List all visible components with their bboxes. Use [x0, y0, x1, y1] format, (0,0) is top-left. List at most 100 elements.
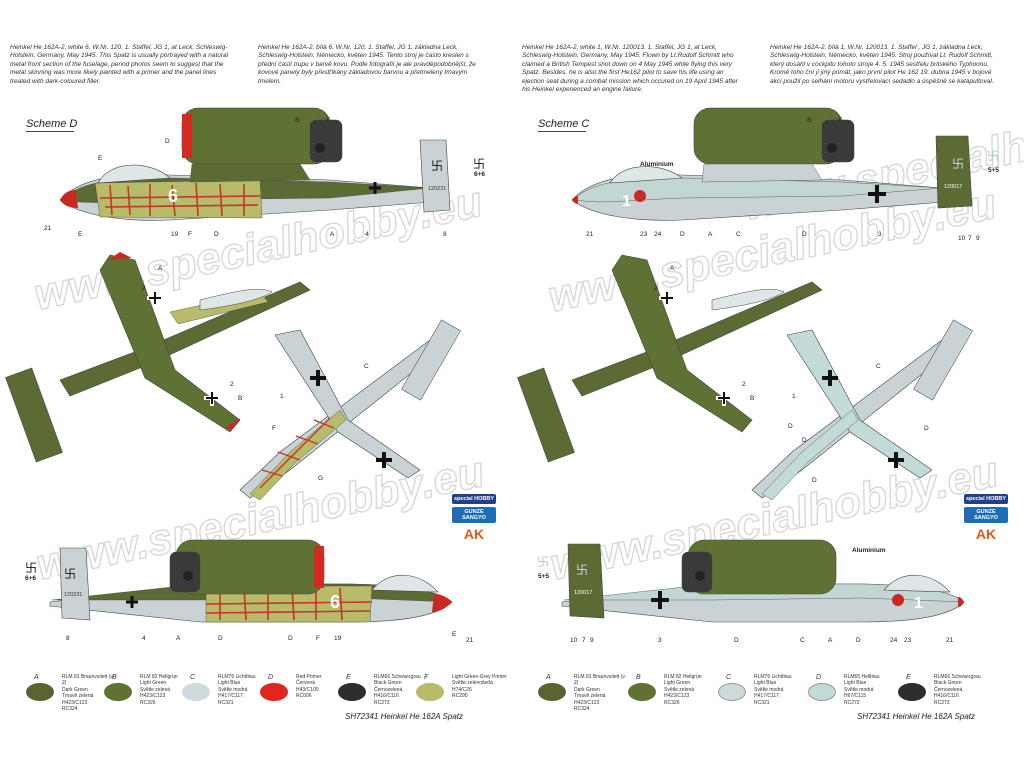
tail-letters: 6+6: [474, 171, 485, 178]
svg-text:24: 24: [890, 637, 898, 644]
plan-view-under: C1D DDD: [751, 319, 973, 501]
tail-number: 120231: [64, 592, 82, 598]
svg-text:3: 3: [878, 231, 882, 238]
svg-text:E: E: [98, 155, 103, 162]
gunze-logo: GUNZE SANGYO: [452, 507, 496, 523]
nacelle-pylon: [189, 163, 311, 183]
svg-text:4: 4: [365, 231, 369, 238]
svg-text:D: D: [214, 231, 219, 238]
svg-text:F: F: [188, 231, 192, 238]
canopy-upper: [711, 288, 785, 311]
svg-text:19: 19: [334, 635, 342, 642]
svg-text:7: 7: [968, 235, 972, 242]
balkenkreuz-icon: [888, 452, 904, 468]
swastika-icon: 卐: [952, 157, 964, 171]
nacelle-pylon: [701, 163, 823, 183]
tail-number: 120231: [428, 186, 446, 192]
svg-text:A: A: [330, 231, 335, 238]
nose-red: [432, 594, 452, 612]
svg-text:F: F: [316, 635, 320, 642]
aluminium-label: Aluminium: [852, 547, 886, 554]
aluminium-label: Aluminium: [640, 161, 674, 168]
filler-lines-under: [259, 417, 335, 489]
nose-red-tip: [572, 196, 578, 204]
intake-red-ring: [314, 546, 324, 588]
svg-text:E: E: [78, 231, 83, 238]
svg-text:D: D: [288, 635, 293, 642]
special-hobby-logo: special HOBBY: [452, 494, 496, 504]
svg-text:E: E: [326, 117, 331, 124]
svg-text:C: C: [364, 363, 369, 370]
balkenkreuz-icon: [147, 290, 163, 306]
svg-text:7: 7: [582, 637, 586, 644]
svg-text:D: D: [802, 231, 807, 238]
exhaust-detail: [315, 143, 325, 153]
side-number: 6: [330, 592, 340, 612]
scheme-c-title: Scheme C: [538, 118, 590, 130]
engine-nacelle: [181, 107, 331, 165]
svg-text:2: 2: [742, 381, 746, 388]
balkenkreuz-icon: [376, 452, 392, 468]
swastika-icon: 卐: [431, 159, 443, 173]
scheme-d-description-cz: Heinkel He 162A-2, bílá 6, W.Nr. 120. 1.…: [258, 44, 476, 85]
product-title: SH72341 Heinkel He 162A Spatz: [857, 712, 975, 721]
intake-red-ring: [182, 114, 192, 158]
balkenkreuz-icon: [659, 290, 675, 306]
scheme-d-drawings: www.specialhobby.eu www.specialhobby.eu …: [5, 107, 489, 644]
svg-text:D: D: [734, 637, 739, 644]
canopy-upper: [199, 288, 273, 311]
brand-logos: special HOBBY GUNZE SANGYO AK: [964, 494, 1008, 545]
svg-text:3: 3: [658, 637, 662, 644]
svg-text:21: 21: [466, 637, 474, 644]
svg-text:21: 21: [946, 637, 954, 644]
balkenkreuz-icon: [126, 596, 138, 608]
side-number: 6: [168, 186, 178, 206]
side-number: 1: [914, 595, 923, 612]
svg-text:B: B: [750, 395, 754, 402]
svg-text:8: 8: [66, 635, 70, 642]
svg-text:23: 23: [904, 637, 912, 644]
svg-text:B: B: [238, 395, 242, 402]
svg-text:A: A: [828, 637, 833, 644]
svg-text:C: C: [800, 637, 805, 644]
engine-nacelle: [693, 107, 843, 165]
balkenkreuz-icon: [651, 591, 669, 609]
tailplane-under: [401, 319, 461, 401]
tailplane: [5, 367, 63, 463]
swastika-icon: 卐: [473, 157, 485, 171]
svg-text:D: D: [856, 637, 861, 644]
svg-text:10: 10: [958, 235, 966, 242]
svg-text:19: 19: [171, 231, 179, 238]
plan-under-labels: C1D DDD: [788, 363, 929, 484]
svg-text:2: 2: [230, 381, 234, 388]
svg-text:E: E: [838, 117, 843, 124]
filler-lines: [99, 182, 261, 217]
canopy: [883, 574, 951, 593]
canopy: [609, 166, 683, 184]
engine-exhaust: [821, 119, 855, 163]
ak-logo: AK: [975, 526, 997, 542]
ak-logo: AK: [463, 526, 485, 542]
svg-text:21: 21: [586, 231, 594, 238]
unit-emblem-icon: [634, 190, 646, 202]
product-title: SH72341 Heinkel He 162A Spatz: [345, 712, 463, 721]
swastika-icon: 卐: [537, 555, 549, 569]
engine-exhaust: [309, 119, 343, 163]
svg-text:D: D: [165, 138, 170, 145]
scheme-c-description-cz: Heinkel He 162A-2, bílá 1, W.Nr. 120013.…: [770, 44, 994, 85]
svg-text:C: C: [736, 231, 741, 238]
